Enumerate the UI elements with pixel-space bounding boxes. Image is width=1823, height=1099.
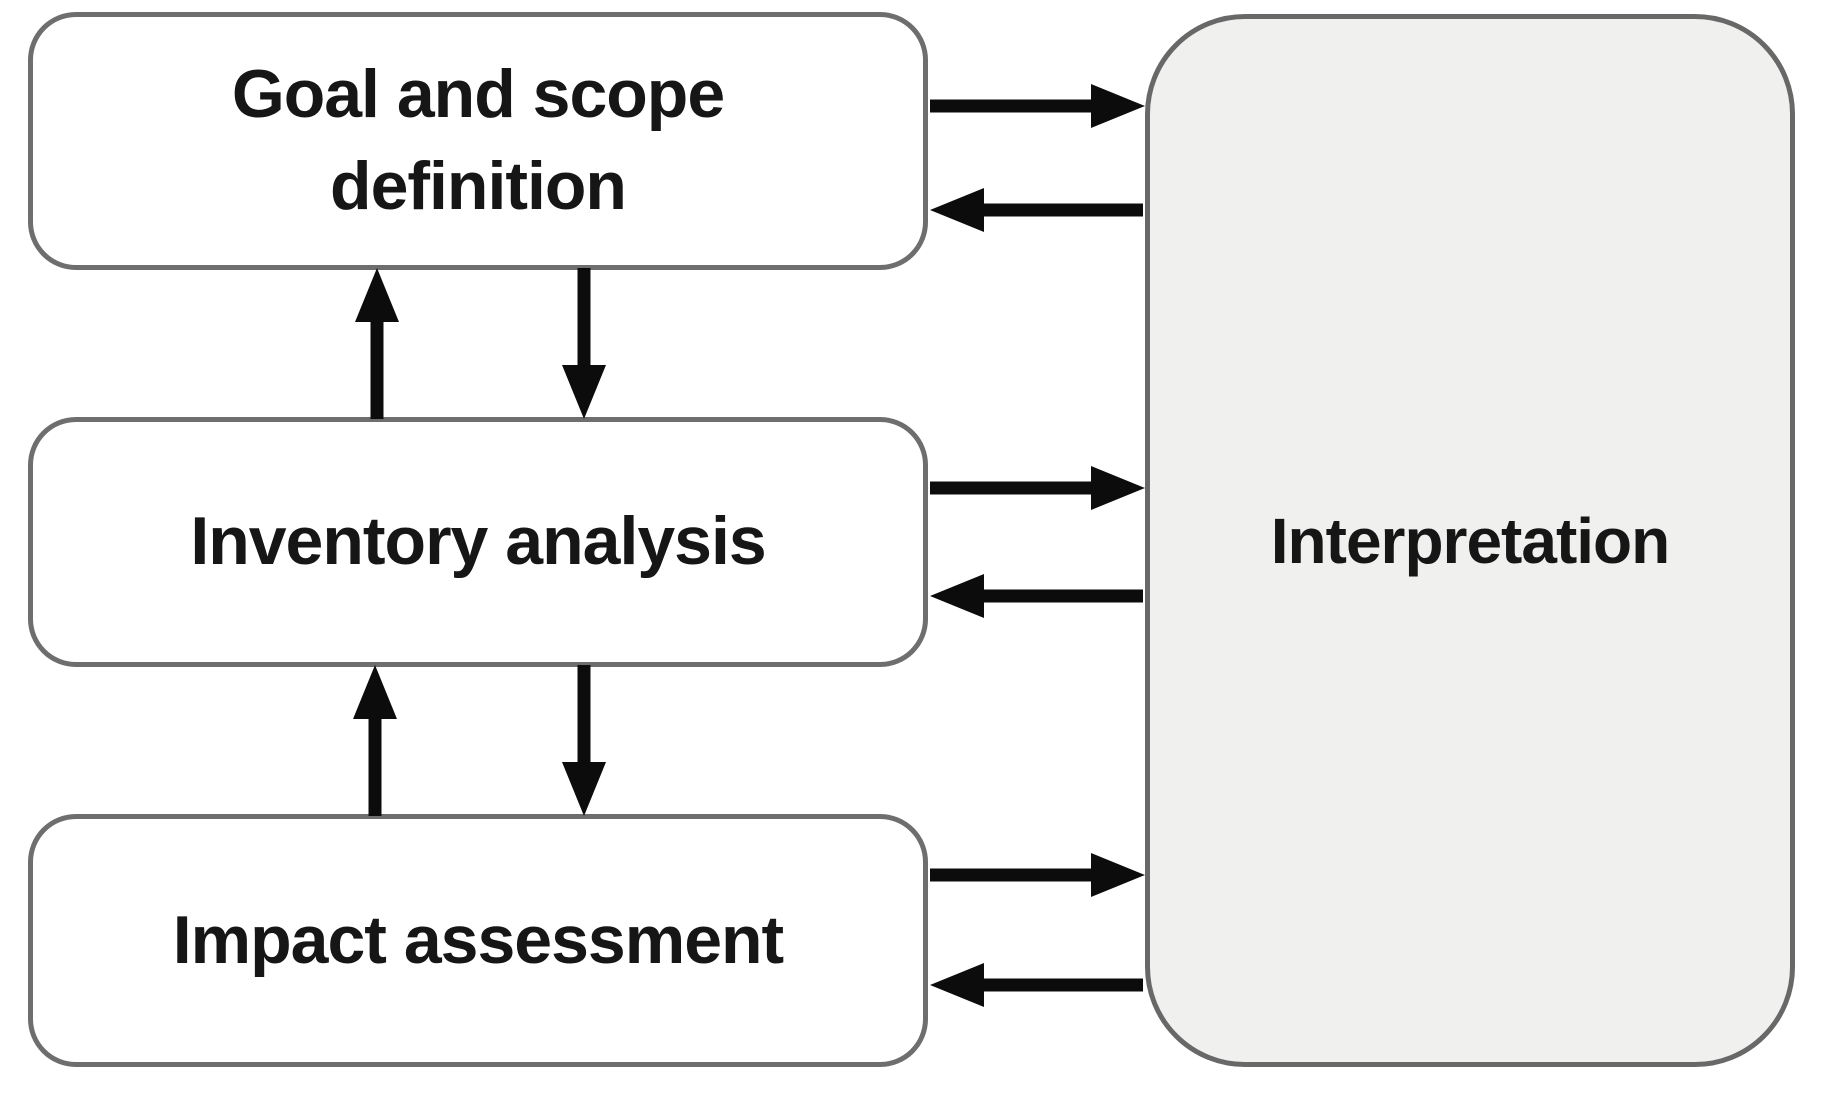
goal-and-scope-label: Goal and scope definition xyxy=(231,56,725,224)
impact-assessment-box: Impact assessment xyxy=(28,814,928,1067)
arrow-right-impact-to-interpretation xyxy=(930,853,1145,897)
interpretation-box: Interpretation xyxy=(1145,14,1795,1067)
arrow-left-interpretation-to-goal xyxy=(930,188,1143,232)
goal-and-scope-box: Goal and scope definition xyxy=(28,12,928,270)
arrow-down-inventory-to-impact xyxy=(562,665,606,816)
arrow-left-interpretation-to-impact xyxy=(930,963,1143,1007)
inventory-analysis-box: Inventory analysis xyxy=(28,417,928,667)
impact-assessment-label: Impact assessment xyxy=(172,901,784,978)
inventory-analysis-label: Inventory analysis xyxy=(190,503,766,580)
arrow-up-inventory-to-goal xyxy=(355,268,399,419)
interpretation-label: Interpretation xyxy=(1270,504,1670,577)
arrow-down-goal-to-inventory xyxy=(562,268,606,419)
arrow-right-inventory-to-interpretation xyxy=(930,466,1145,510)
arrow-right-goal-to-interpretation xyxy=(930,84,1145,128)
arrow-up-impact-to-inventory xyxy=(353,665,397,816)
arrow-left-interpretation-to-inventory xyxy=(930,574,1143,618)
